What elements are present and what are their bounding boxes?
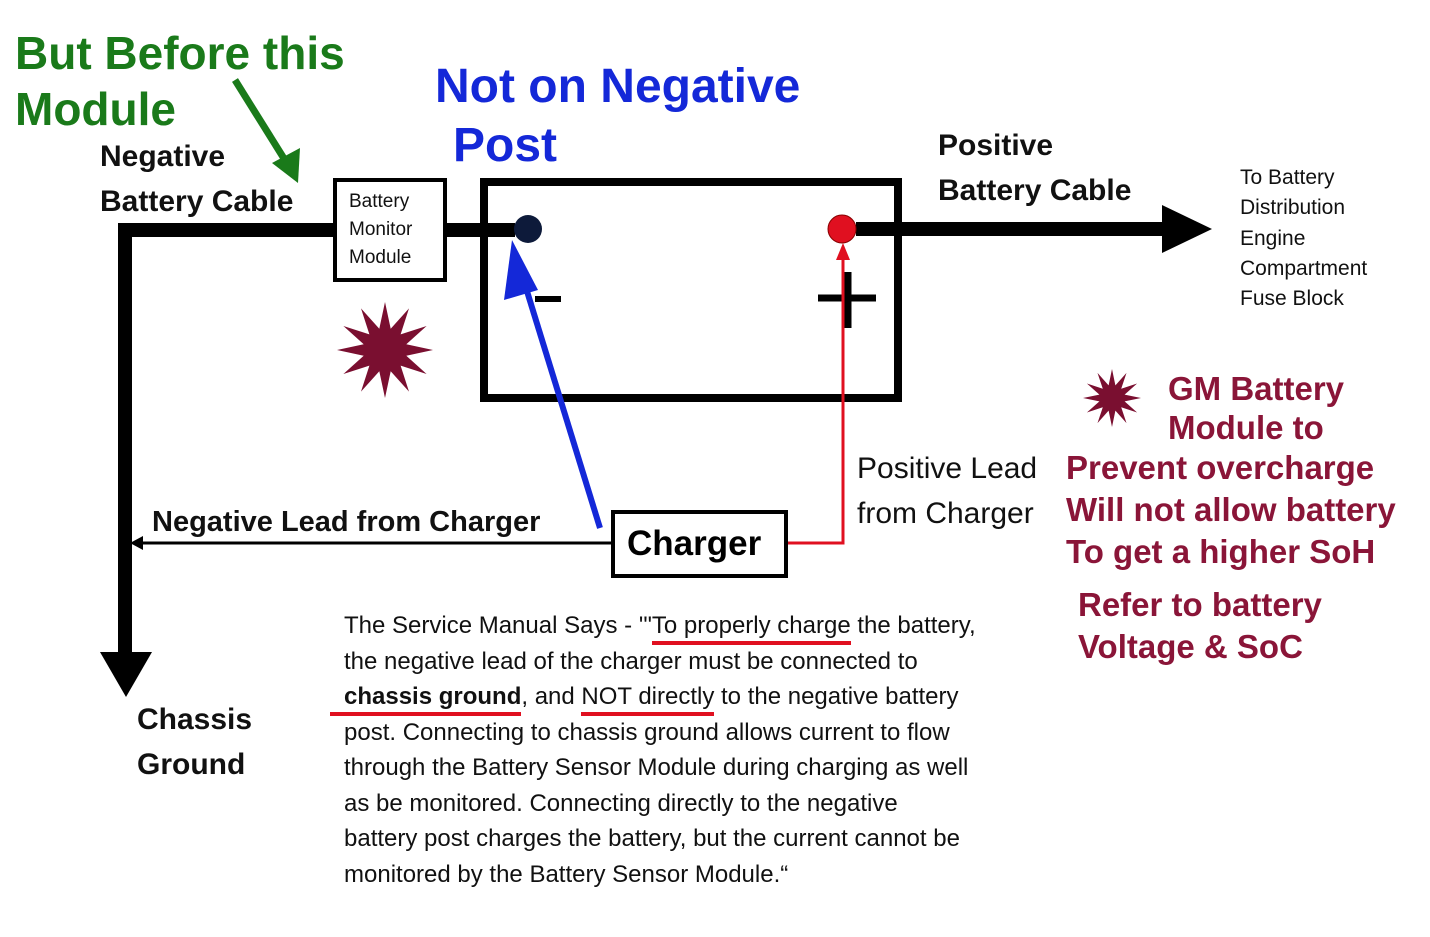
positive-terminal	[827, 214, 857, 244]
plus-sign	[818, 272, 876, 328]
negative-cable-label: Battery Cable	[100, 185, 294, 218]
gm-note: Will not allow battery	[1066, 491, 1396, 528]
positive-lead-label: Positive Lead	[857, 452, 1038, 485]
positive-cable-label: Positive	[938, 129, 1054, 162]
module-label: Monitor	[349, 219, 413, 240]
annotation-before-module: But Before this	[15, 27, 345, 79]
starburst-icon	[1083, 369, 1141, 427]
green-arrowhead	[272, 148, 300, 183]
charger-box	[611, 510, 788, 578]
quote-line: monitored by the Battery Sensor Module.“	[344, 861, 789, 888]
quote-text: to the negative battery	[714, 683, 959, 710]
quote-line: as be monitored. Connecting directly to …	[344, 790, 898, 817]
quote-line: battery post charges the battery, but th…	[344, 825, 960, 852]
annotation-not-negative-post: Post	[453, 119, 558, 172]
charger-label: Charger	[627, 524, 762, 563]
positive-cable-arrowhead	[1162, 205, 1212, 253]
refer-note: Refer to battery	[1078, 586, 1322, 623]
quote-text: the battery,	[850, 612, 976, 639]
positive-cable-label: Battery Cable	[938, 174, 1132, 207]
gm-note: Prevent overcharge	[1066, 449, 1375, 486]
battery-box	[480, 178, 902, 402]
green-arrow	[232, 78, 291, 167]
starburst-icon	[337, 302, 433, 398]
gm-note: Module to	[1168, 409, 1324, 446]
battery-monitor-module-box	[333, 178, 447, 282]
chassis-ground-arrowhead	[100, 652, 152, 697]
gm-note: GM Battery	[1168, 370, 1345, 407]
quote-text: The Service Manual Says - '"	[344, 612, 652, 639]
positive-lead-line	[788, 255, 845, 545]
gm-note: To get a higher SoH	[1066, 533, 1376, 570]
blue-arrow	[519, 274, 603, 529]
quote-line: through the Battery Sensor Module during…	[344, 754, 969, 781]
distribution-label: Compartment	[1240, 257, 1368, 280]
chassis-ground-label: Chassis	[137, 703, 253, 736]
annotation-before-module: Module	[15, 83, 176, 135]
positive-lead-label: from Charger	[857, 497, 1034, 530]
quote-underlined: NOT directly	[581, 683, 715, 716]
blue-arrowhead	[504, 240, 538, 300]
quote-line: post. Connecting to chassis ground allow…	[344, 719, 950, 746]
quote-line: the negative lead of the charger must be…	[344, 648, 918, 675]
positive-lead-arrowhead	[836, 243, 850, 260]
quote-line: chassis ground, and NOT directly to the …	[330, 683, 959, 716]
distribution-label: To Battery	[1240, 166, 1335, 189]
chassis-ground-label: Ground	[137, 748, 246, 781]
quote-text: , and	[521, 683, 582, 710]
module-label: Battery	[349, 191, 410, 212]
quote-underlined: To properly charge	[651, 612, 851, 645]
negative-lead-arrowhead	[130, 536, 143, 550]
negative-lead-label: Negative Lead from Charger	[152, 506, 541, 538]
negative-battery-cable	[118, 223, 515, 660]
distribution-label: Distribution	[1240, 196, 1346, 219]
quote-underlined-bold: chassis ground	[330, 683, 522, 716]
distribution-label: Engine	[1240, 227, 1306, 250]
annotation-not-negative-post: Not on Negative	[435, 60, 801, 113]
distribution-label: Fuse Block	[1240, 287, 1344, 310]
refer-note: Voltage & SoC	[1078, 628, 1303, 665]
module-label: Module	[349, 247, 412, 268]
quote-line: The Service Manual Says - '"To properly …	[344, 612, 976, 645]
negative-terminal	[514, 215, 542, 243]
negative-cable-label: Negative	[100, 140, 226, 173]
